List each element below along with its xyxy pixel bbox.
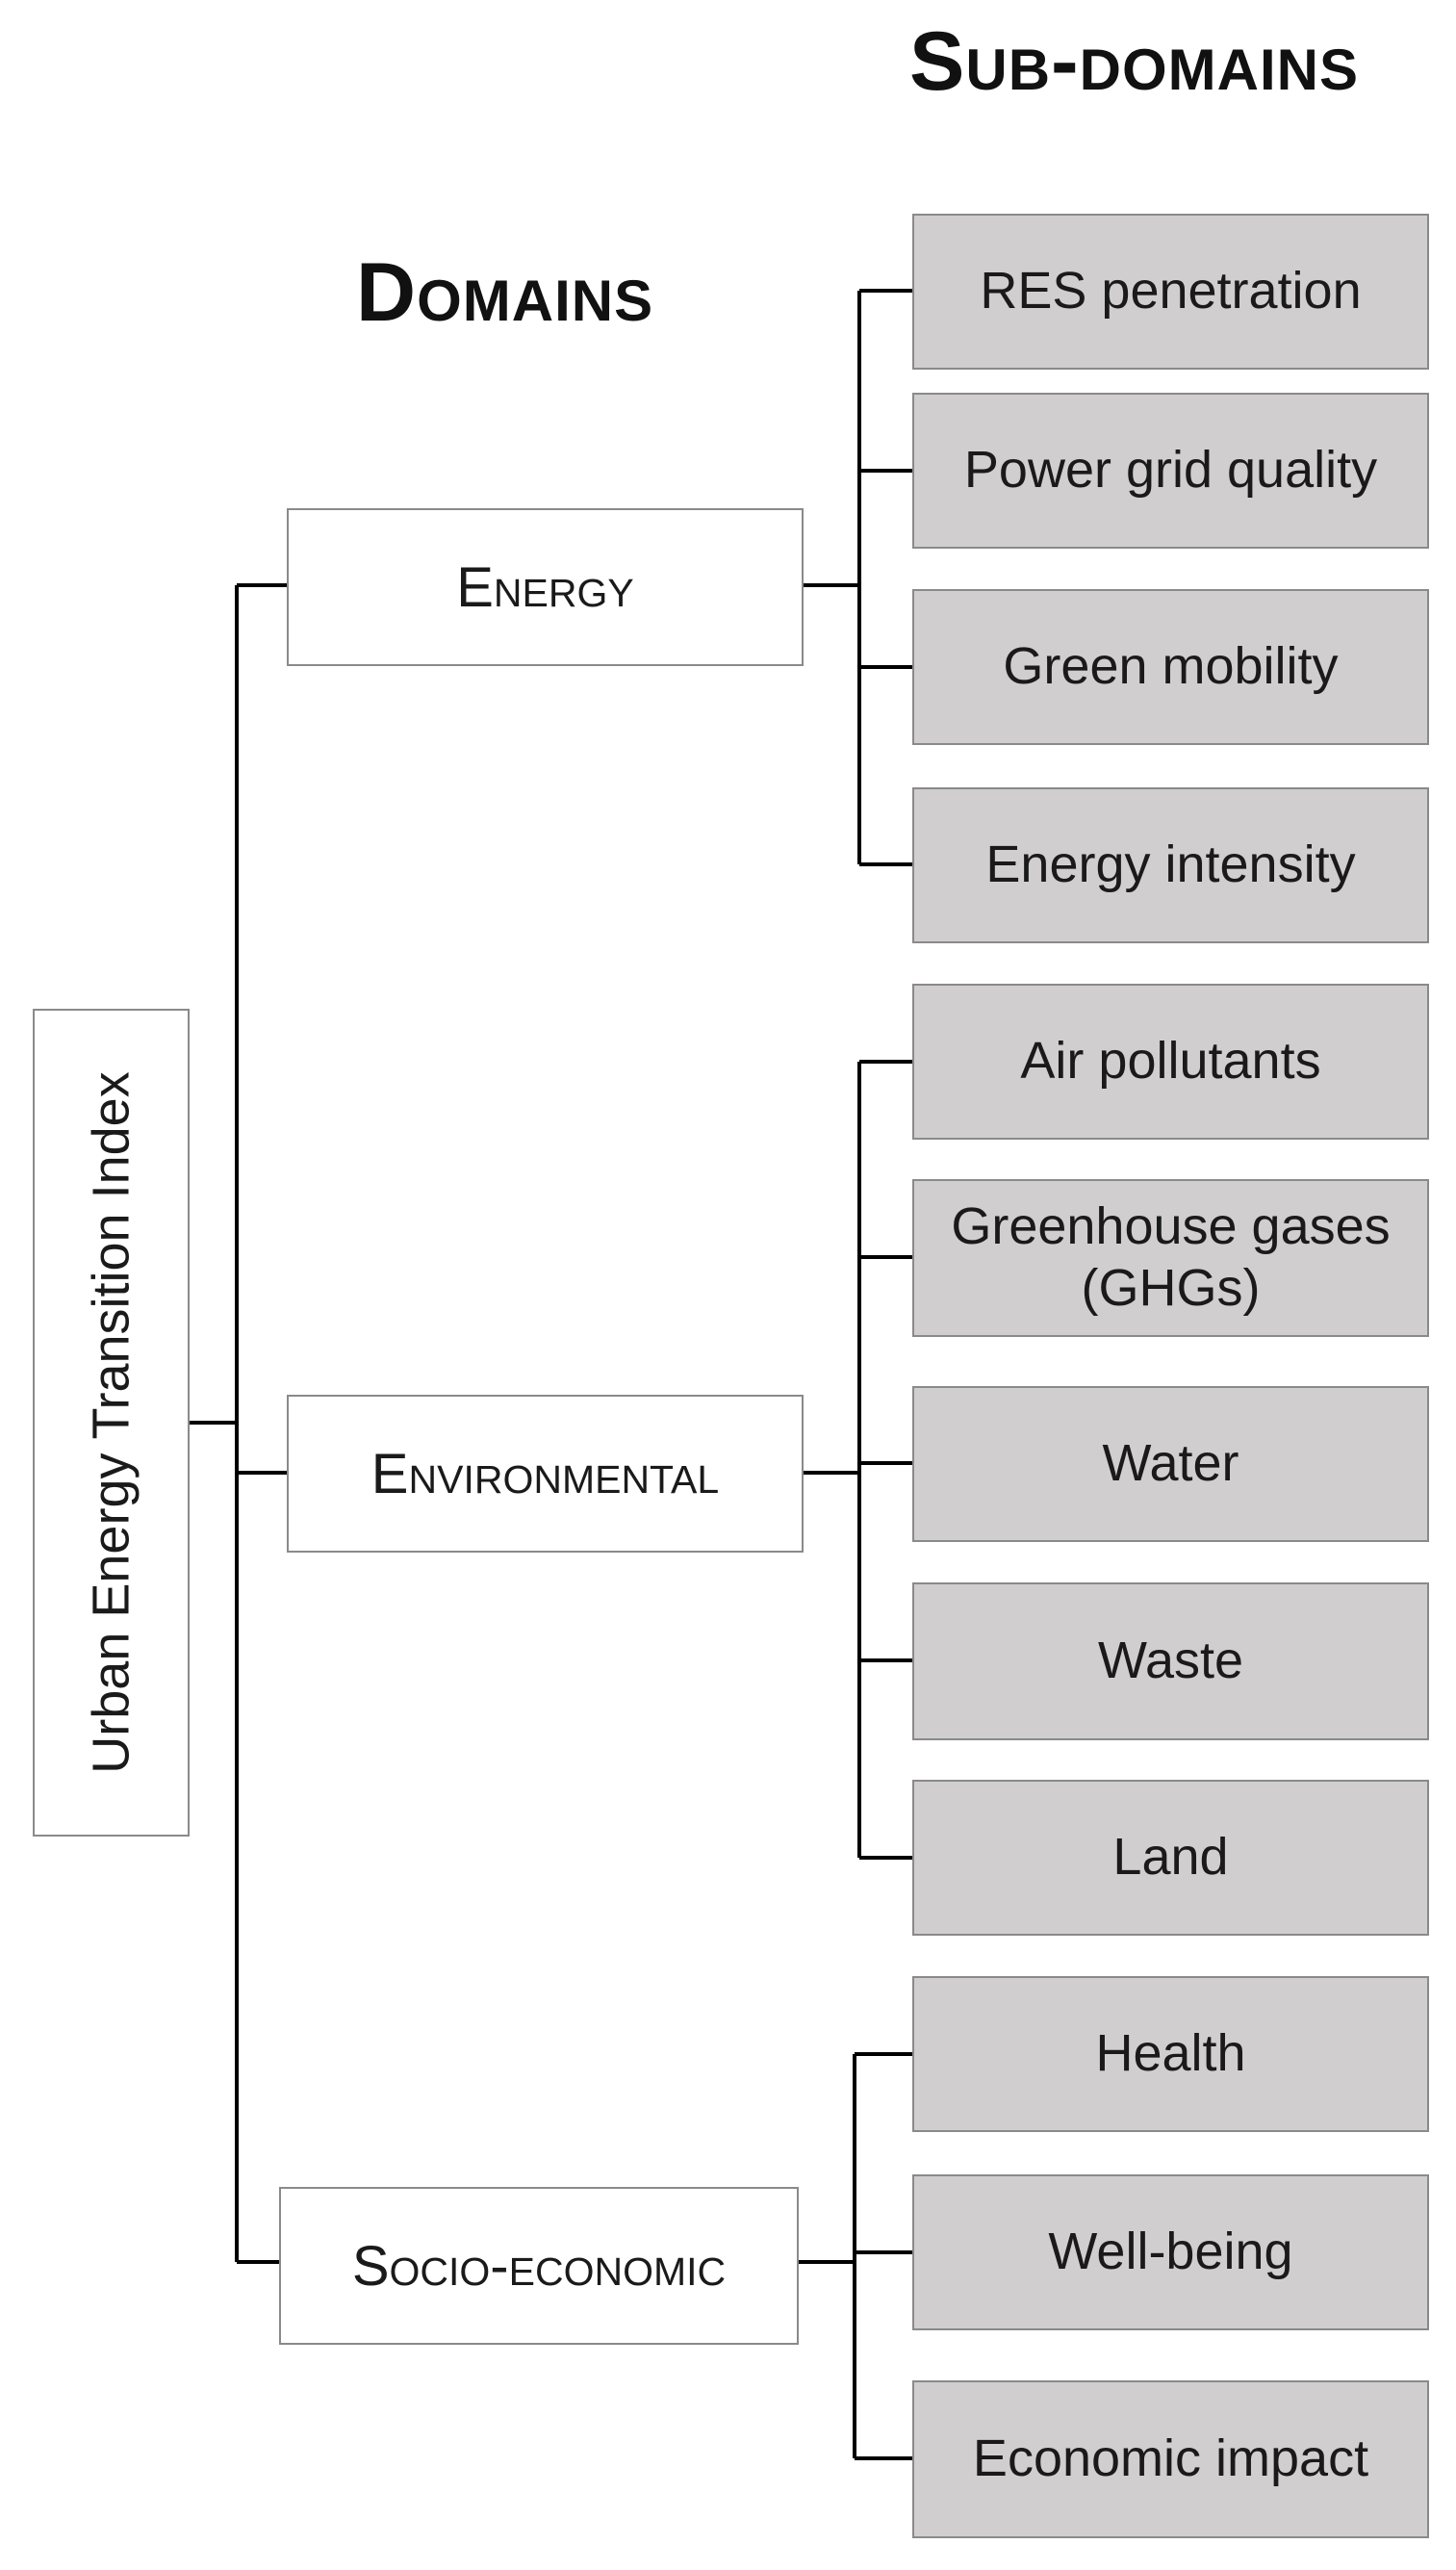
- root-index-box: Urban Energy Transition Index: [33, 1009, 190, 1837]
- subdomain-box-power-grid-quality: Power grid quality: [912, 393, 1429, 549]
- domain-box-socio-economic: Socio-economic: [279, 2187, 799, 2345]
- header-domains: Domains: [356, 246, 654, 339]
- subdomain-box-land: Land: [912, 1780, 1429, 1936]
- subdomain-box-well-being: Well-being: [912, 2174, 1429, 2330]
- subdomain-box-water: Water: [912, 1386, 1429, 1542]
- subdomain-box-energy-intensity: Energy intensity: [912, 787, 1429, 943]
- header-subdomains: Sub-domains: [909, 15, 1359, 108]
- domain-box-energy: Energy: [287, 508, 804, 666]
- subdomain-box-health: Health: [912, 1976, 1429, 2132]
- subdomain-box-economic-impact: Economic impact: [912, 2380, 1429, 2538]
- domain-box-environmental: Environmental: [287, 1395, 804, 1553]
- subdomain-box-air-pollutants: Air pollutants: [912, 984, 1429, 1140]
- subdomain-box-res-penetration: RES penetration: [912, 214, 1429, 370]
- subdomain-box-greenhouse-gases: Greenhouse gases (GHGs): [912, 1179, 1429, 1337]
- root-index-label: Urban Energy Transition Index: [82, 1071, 140, 1774]
- subdomain-box-waste: Waste: [912, 1582, 1429, 1740]
- subdomain-box-green-mobility: Green mobility: [912, 589, 1429, 745]
